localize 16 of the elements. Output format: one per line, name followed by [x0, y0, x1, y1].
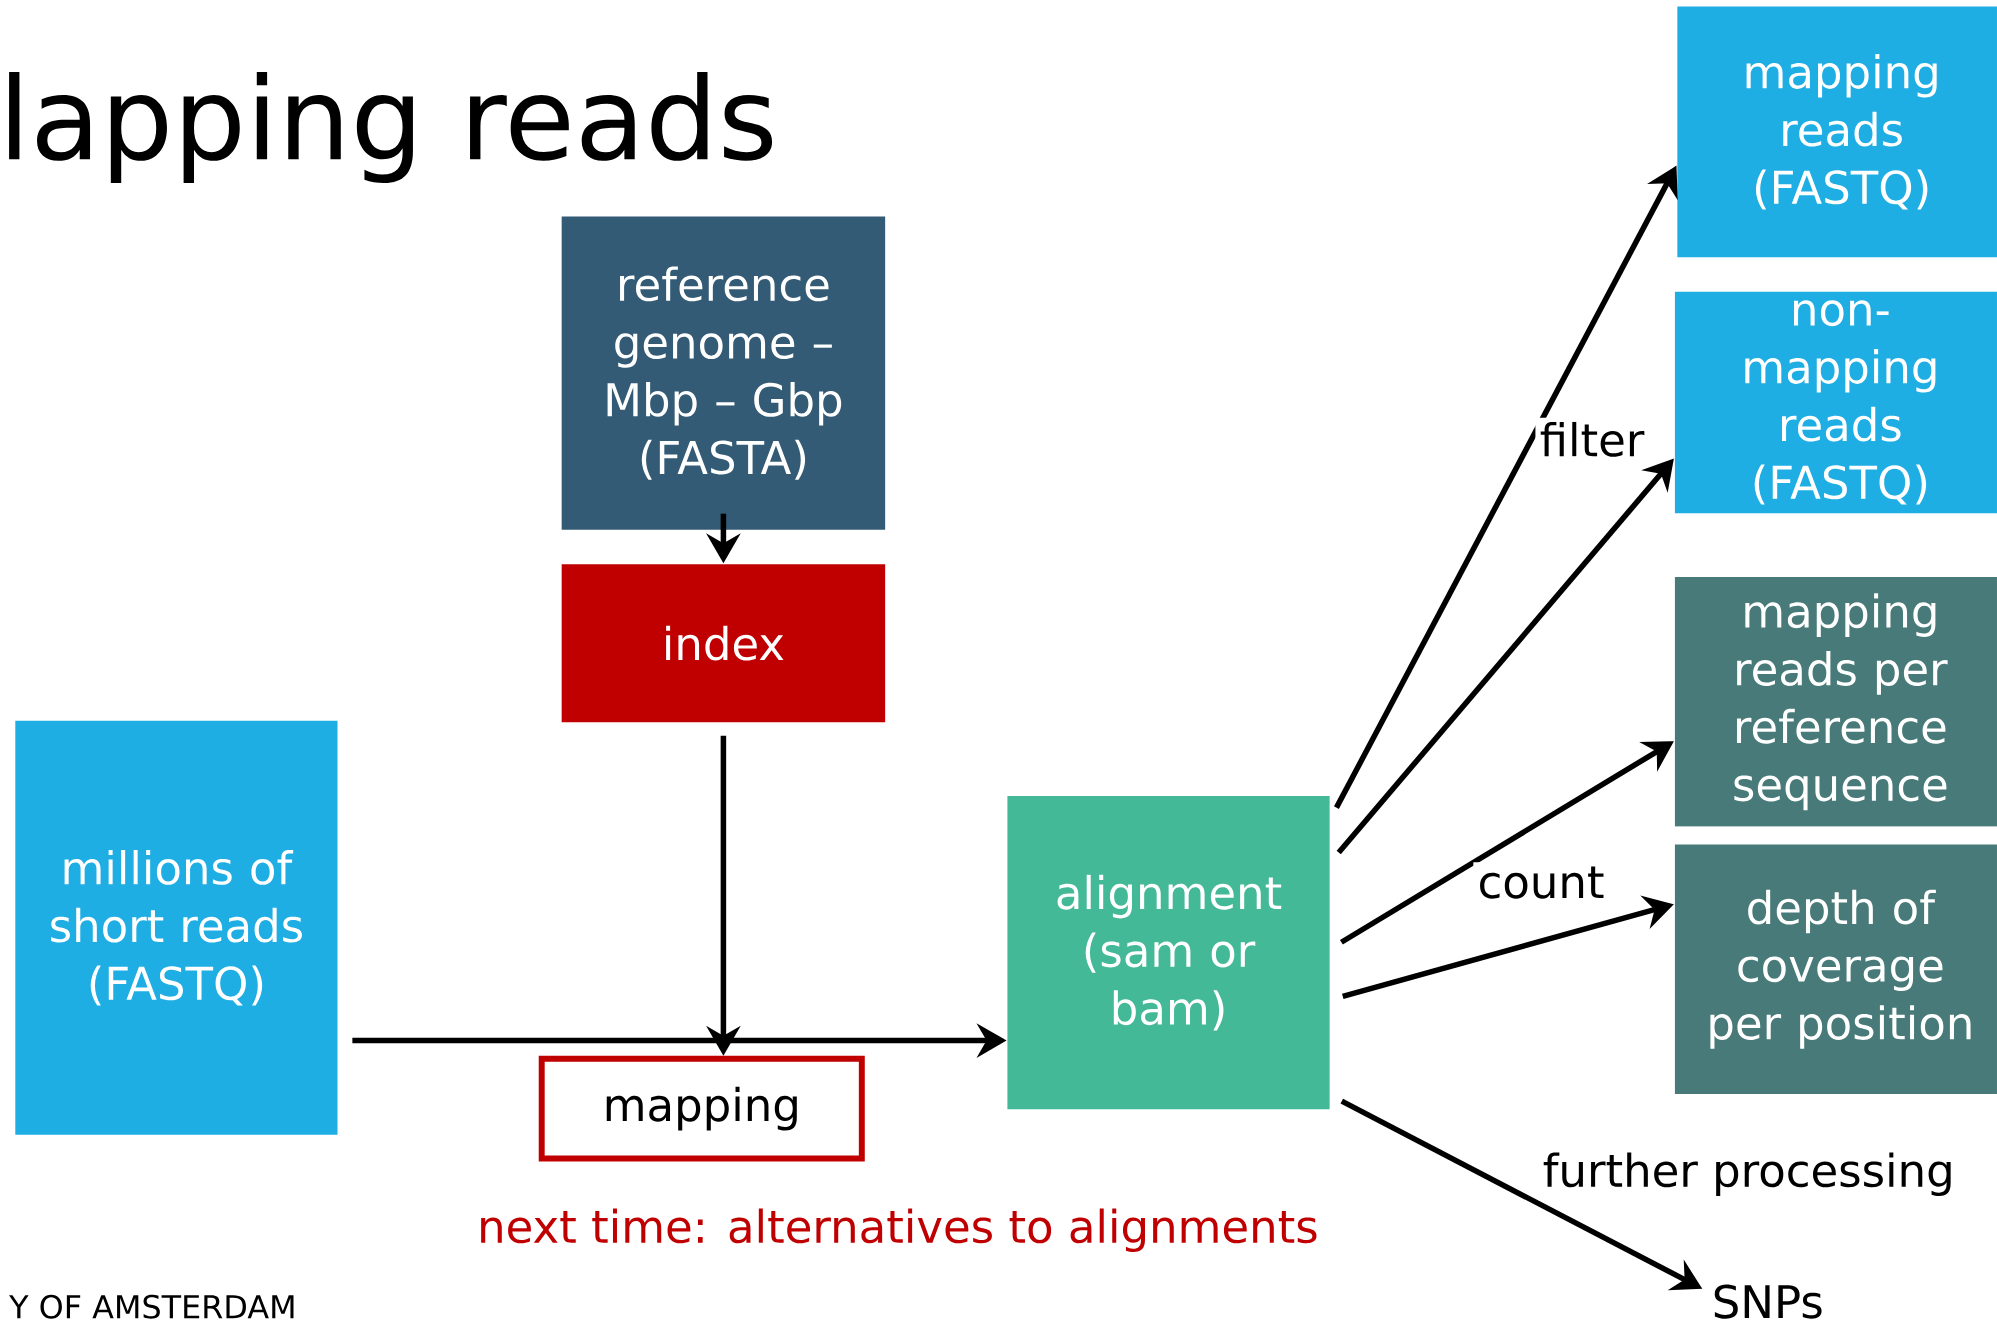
process-box: mapping reads (FASTQ) — [1677, 6, 1997, 258]
process-box: alignment (sam or bam) — [1007, 795, 1330, 1110]
process-box: mapping reads per reference sequence — [1674, 576, 1997, 827]
node-label: SNPs — [1714, 1284, 1822, 1319]
edge-label: filter — [1535, 417, 1649, 461]
edge-label: further processing — [1538, 1148, 1959, 1201]
process-box: non-mapping reads (FASTQ) — [1674, 291, 1997, 514]
process-box: mapping — [538, 1055, 865, 1162]
process-box: millions of short reads (FASTQ) — [15, 720, 338, 1135]
process-box: index — [561, 564, 886, 722]
footer-text: Y OF AMSTERDAM — [9, 1294, 294, 1319]
process-box: depth of coverage per position — [1674, 844, 1997, 1094]
edge-label: count — [1473, 862, 1609, 903]
note: next time: alternatives to alignments — [481, 1208, 1317, 1252]
title: lapping reads — [9, 72, 773, 183]
process-box: reference genome – Mbp – Gbp (FASTA) — [561, 216, 886, 530]
